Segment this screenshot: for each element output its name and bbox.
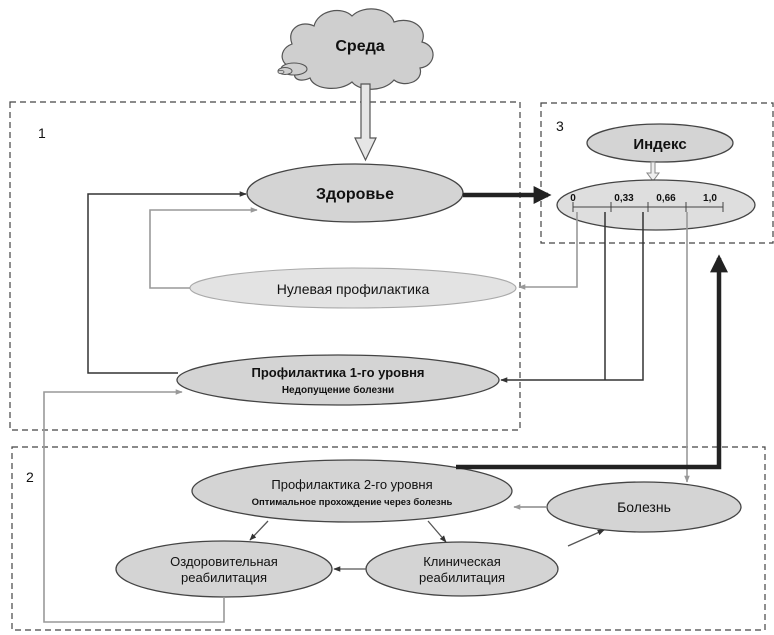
scale-tick-033: 0,33 [614, 193, 634, 204]
region-3-label: 3 [556, 118, 564, 134]
scale-tick-10: 1,0 [703, 193, 717, 204]
health-label: Здоровье [316, 186, 394, 203]
scale-tick-066: 0,66 [656, 193, 676, 204]
environment-to-health-arrow [354, 83, 377, 162]
clinical-rehab-line2: реабилитация [419, 570, 505, 585]
scale-066-to-level1-arrow [500, 212, 644, 383]
clinical-rehab-to-disease-arrow [567, 529, 605, 547]
health-node: Здоровье [246, 163, 464, 223]
level2-prevention-node: Профилактика 2-го уровня Оптимальное про… [191, 459, 513, 523]
environment-cloud: Среда [277, 8, 434, 90]
region-2-box [11, 446, 766, 631]
scale-tick-0: 0 [570, 193, 576, 204]
level1-prevention-node: Профилактика 1-го уровня Недопущение бол… [176, 354, 500, 406]
level2-title: Профилактика 2-го уровня [271, 477, 432, 492]
level2-to-health-rehab-arrow [249, 520, 269, 541]
disease-label: Болезнь [617, 499, 671, 515]
region-2-label: 2 [26, 469, 34, 485]
index-label: Индекс [633, 136, 686, 153]
clinical-rehab-node: Клиническая реабилитация [365, 541, 559, 597]
health-rehab-line1: Оздоровительная [170, 554, 278, 569]
index-scale: 0 0,33 0,66 1,0 [556, 179, 756, 231]
level1-to-health-arrow [87, 191, 247, 374]
region-1-label: 1 [38, 125, 46, 141]
health-rehab-node: Оздоровительная реабилитация [115, 540, 333, 598]
level1-subtitle: Недопущение болезни [282, 384, 394, 396]
level2-subtitle: Оптимальное прохождение через болезнь [252, 497, 453, 508]
level2-to-index-arrow [456, 254, 728, 470]
scale-to-zero-prevention-arrow [518, 212, 578, 290]
zero-prevention-to-health-arrow [149, 207, 258, 289]
zero-prevention-node: Нулевая профилактика [189, 267, 517, 309]
region-3-box [540, 102, 774, 244]
zero-prevention-label: Нулевая профилактика [277, 281, 430, 297]
health-rehab-to-level1-arrow [43, 389, 225, 623]
index-to-scale-arrow [646, 161, 660, 182]
disease-node: Болезнь [546, 481, 742, 533]
index-node: Индекс [586, 123, 734, 163]
level1-title: Профилактика 1-го уровня [251, 365, 424, 380]
health-rehab-line2: реабилитация [181, 570, 267, 585]
environment-label: Среда [335, 38, 384, 55]
clinical-rehab-line1: Клиническая [423, 554, 501, 569]
level2-to-clinical-rehab-arrow [427, 520, 447, 543]
region-1-box [9, 101, 521, 431]
